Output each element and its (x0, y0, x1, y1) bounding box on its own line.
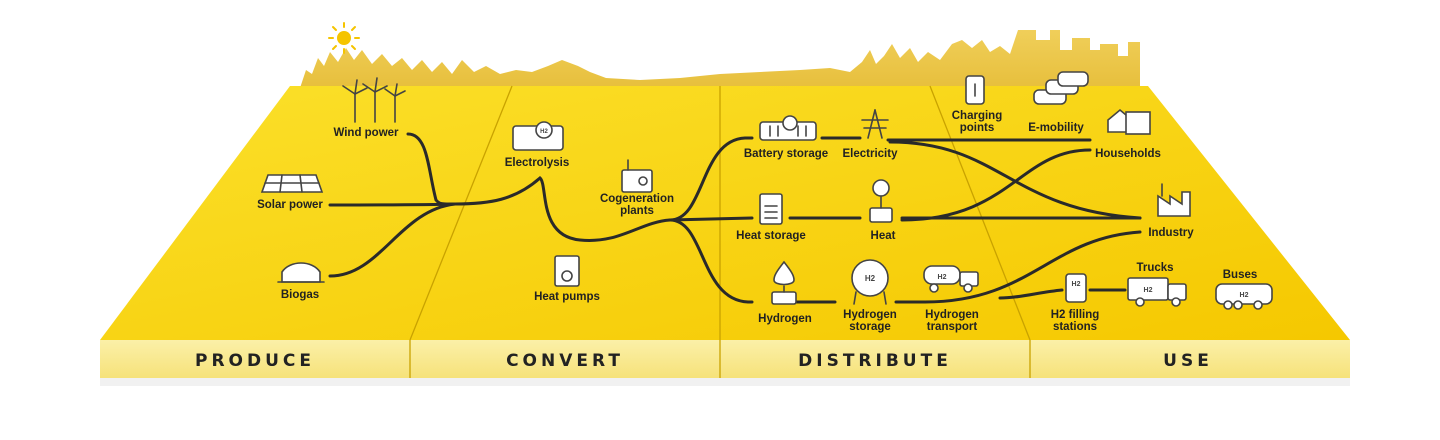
biogas-icon (277, 262, 325, 283)
heat-valve-icon (869, 179, 893, 223)
h2-label-electrolysis: H2 (540, 129, 548, 135)
label-buses: Buses (1223, 269, 1258, 281)
heat-pump-icon (554, 255, 580, 287)
label-cogeneration-2: plants (620, 205, 654, 217)
charging-point-icon (965, 75, 985, 105)
h2-filling-station-icon: H2 (1065, 273, 1087, 303)
hydrogen-drop-icon (771, 260, 797, 305)
label-hydrogen: Hydrogen (758, 313, 812, 325)
label-households: Households (1095, 148, 1161, 160)
label-industry: Industry (1148, 227, 1194, 239)
cogeneration-icon (621, 159, 653, 193)
node-labels: Wind power Solar power Biogas Electrolys… (257, 110, 1257, 333)
label-cogeneration-1: Cogeneration (600, 193, 674, 205)
label-solar-power: Solar power (257, 199, 323, 211)
label-hydrogen-storage-1: Hydrogen (843, 309, 897, 321)
label-e-mobility: E-mobility (1028, 122, 1084, 134)
heat-storage-icon (759, 193, 783, 225)
label-hydrogen-transport-1: Hydrogen (925, 309, 979, 321)
label-wind-power: Wind power (333, 127, 399, 139)
platform-front (100, 340, 1350, 386)
label-electricity: Electricity (843, 148, 899, 160)
wind-turbine-icon (342, 77, 406, 123)
factory-icon (1157, 183, 1191, 217)
label-heat-pumps: Heat pumps (534, 291, 600, 303)
stage-convert: CONVERT (506, 351, 624, 371)
flow-lines (328, 132, 1142, 304)
label-electrolysis: Electrolysis (505, 157, 570, 169)
stage-use: USE (1163, 351, 1213, 371)
label-charging-1: Charging (952, 110, 1002, 122)
label-h2-filling-1: H2 filling (1051, 309, 1100, 321)
e-mobility-icon (1033, 71, 1089, 105)
stage-produce: PRODUCE (195, 351, 315, 371)
label-battery-storage: Battery storage (744, 148, 828, 160)
stage-distribute: DISTRIBUTE (798, 351, 952, 371)
house-icon (1107, 108, 1151, 135)
bus-icon: H2 (1215, 283, 1273, 310)
landscape-skyline (300, 30, 1140, 88)
solar-panel-icon (260, 174, 324, 193)
label-hydrogen-storage-2: storage (849, 321, 891, 333)
label-heat: Heat (871, 230, 896, 242)
label-biogas: Biogas (281, 289, 319, 301)
pylon-icon (861, 109, 889, 139)
h2-label-storage: H2 (865, 274, 876, 283)
h2-label-bus: H2 (1240, 292, 1249, 299)
label-hydrogen-transport-2: transport (927, 321, 978, 333)
battery-icon (759, 115, 817, 141)
tanker-truck-icon: H2 (923, 265, 979, 293)
label-charging-2: points (960, 122, 995, 134)
h2-label-truck: H2 (1144, 287, 1153, 294)
platform-top (100, 86, 1350, 340)
truck-icon: H2 (1127, 277, 1187, 307)
sun-icon (328, 22, 360, 54)
h2-label-filling: H2 (1072, 281, 1081, 288)
hydrogen-tank-icon: H2 (851, 259, 889, 305)
label-trucks: Trucks (1136, 262, 1173, 274)
label-h2-filling-2: stations (1053, 321, 1097, 333)
h2-label-transport: H2 (938, 274, 947, 281)
electrolysis-icon: H2 (512, 121, 564, 151)
label-heat-storage: Heat storage (736, 230, 806, 242)
